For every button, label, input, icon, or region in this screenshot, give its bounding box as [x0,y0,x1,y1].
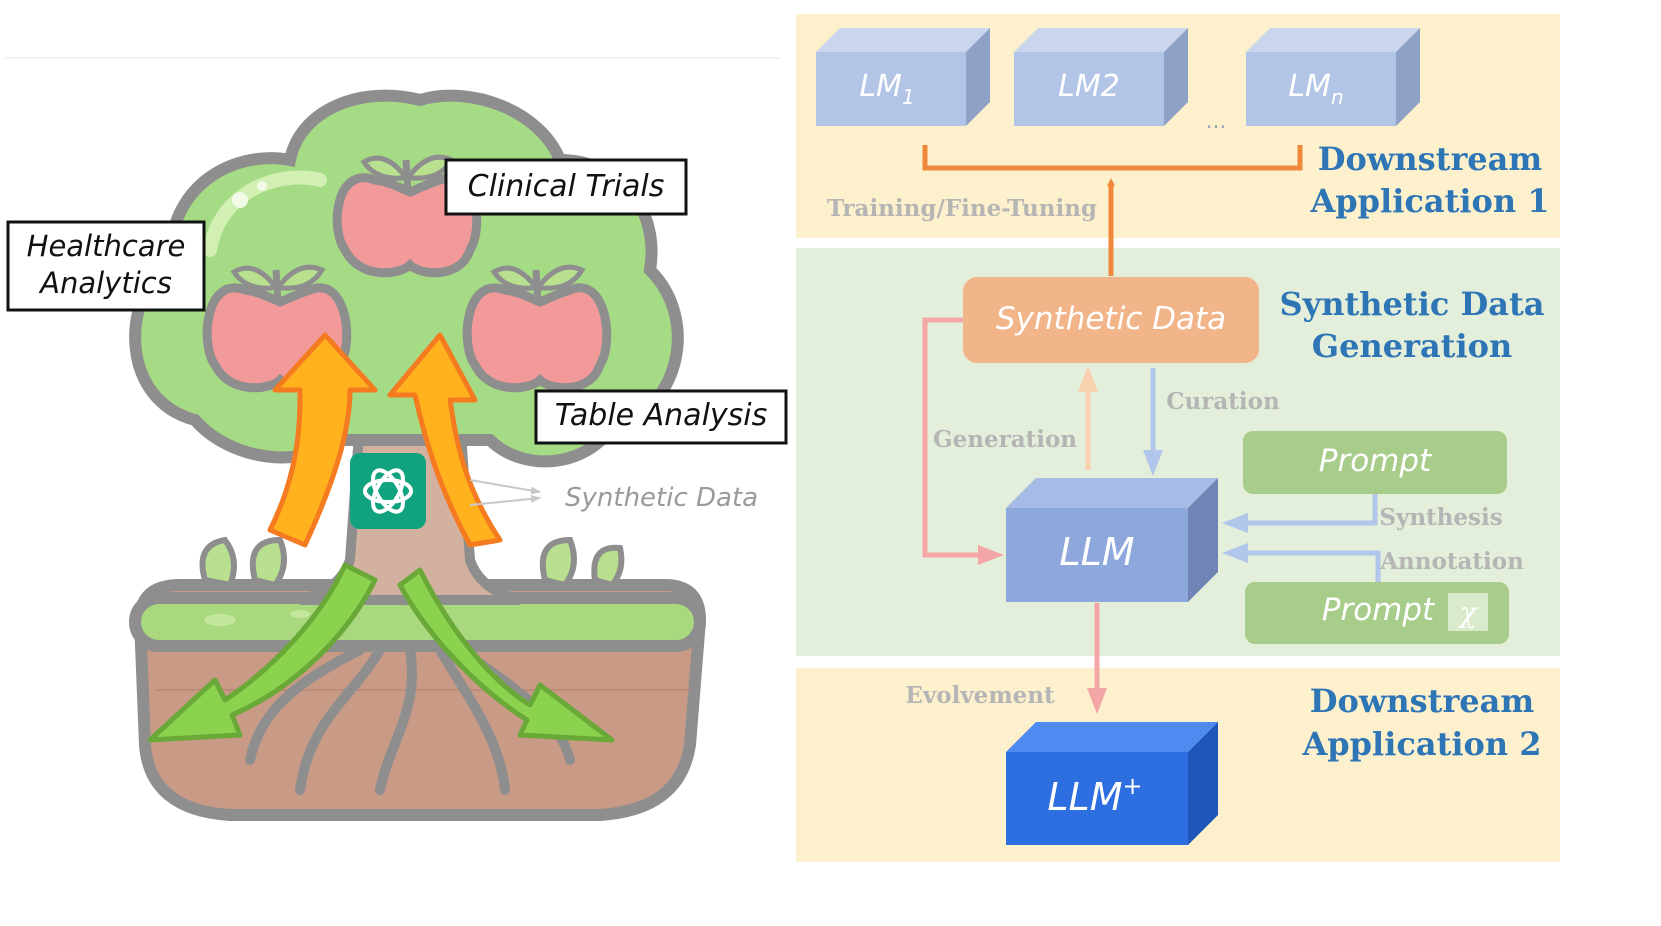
synthesis-arrowhead [1222,513,1248,533]
label-line-2: Analytics [38,266,172,300]
synthesis-arrow [1248,494,1378,526]
llm-cube: LLM [1006,478,1218,602]
prompt-box-2: Prompt χ [1245,582,1509,644]
down-arrow-icon [397,567,615,743]
synthetic-generation-subtitle: Generation [1312,327,1512,365]
svg-text:Synthetic Data: Synthetic Data [996,301,1226,337]
annotation-arrow [1248,550,1381,582]
prompt-box-1: Prompt [1243,431,1507,494]
models-bracket [922,145,1303,171]
sprouts [199,536,625,589]
feedback-loop-arrow [922,317,980,558]
svg-text:χ: χ [1458,596,1479,629]
svg-text:Table Analysis: Table Analysis [555,398,768,433]
svg-text:Clinical Trials: Clinical Trials [468,169,665,204]
apple-icon [462,264,612,393]
up-arrow-icon [267,332,378,548]
svg-text:LLM: LLM [1059,530,1134,574]
curation-label: Curation [1166,388,1280,415]
llm-plus-cube: LLM+ [1006,722,1218,845]
label-line-1: Healthcare [27,229,186,263]
svg-text:Prompt: Prompt [1322,592,1436,628]
synthesis-label: Synthesis [1379,504,1502,531]
tree-illustration [5,57,780,821]
feedback-loop-arrowhead [978,545,1004,565]
synthetic-generation-title: Synthetic Data [1280,285,1545,323]
curation-arrowhead [1143,450,1163,476]
openai-logo-icon [350,453,426,529]
svg-text:LM2: LM2 [1058,69,1120,104]
healthcare-analytics-label: Healthcare Analytics [6,220,206,312]
table-analysis-label: Table Analysis [534,389,788,445]
annotation-label: Annotation [1379,548,1524,575]
evolvement-label: Evolvement [905,682,1055,709]
synthetic-data-arrow [469,479,541,495]
svg-text:LM1: LM1 [859,69,914,109]
downstream-1-subtitle: Application 1 [1309,182,1549,220]
synthetic-data-arrow [469,494,541,506]
annotation-arrowhead [1222,543,1248,563]
svg-text:Prompt: Prompt [1319,443,1433,479]
training-label: Training/Fine-Tuning [827,195,1097,222]
synthetic-data-box: Synthetic Data [963,277,1259,363]
downstream-2-subtitle: Application 2 [1301,725,1541,763]
generation-label: Generation [933,426,1077,453]
downstream-2-title: Downstream [1310,682,1535,720]
synthetic-data-caption: Synthetic Data [565,483,758,513]
generation-arrowhead [1078,366,1098,392]
evolvement-arrowhead [1087,688,1107,714]
ellipsis: ... [1206,109,1227,134]
lm-n-cube: LMn [1246,28,1420,126]
svg-text:LMn: LMn [1288,69,1343,109]
soil-pot [129,579,707,821]
downstream-1-title: Downstream [1318,140,1543,178]
up-arrow-icon [387,332,503,548]
lm-1-cube: LM1 [816,28,990,126]
down-arrow-icon [147,562,378,743]
svg-text:LLM+: LLM+ [1047,772,1142,819]
lm-2-cube: LM2 [1014,28,1188,126]
clinical-trials-label: Clinical Trials [444,158,688,216]
